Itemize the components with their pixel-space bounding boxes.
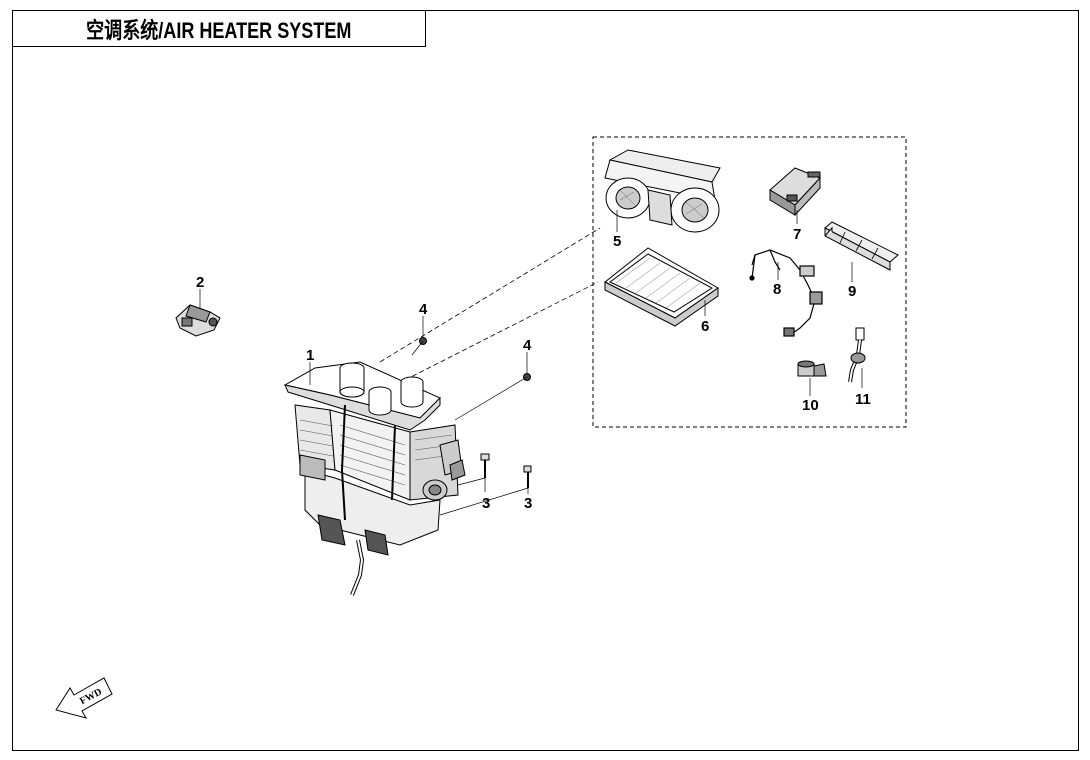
callout-4b: 4 bbox=[523, 337, 532, 354]
detail-box bbox=[592, 136, 907, 428]
leader-lines bbox=[199, 289, 529, 516]
forward-direction-arrow: FWD bbox=[55, 677, 113, 719]
wire-harness-part-8 bbox=[749, 249, 823, 337]
actuator-part-2 bbox=[175, 304, 221, 337]
callout-8: 8 bbox=[773, 281, 781, 298]
callout-11: 11 bbox=[855, 391, 871, 408]
callout-5: 5 bbox=[613, 233, 621, 250]
detail-leader-upper bbox=[379, 227, 601, 363]
callout-10: 10 bbox=[802, 397, 819, 414]
control-module-part-7 bbox=[769, 167, 821, 217]
callout-3b: 3 bbox=[524, 495, 532, 512]
hose-part-11 bbox=[848, 327, 866, 383]
filter-element-part-9 bbox=[824, 221, 899, 271]
callout-9: 9 bbox=[848, 283, 856, 300]
page-title: 空调系统/AIR HEATER SYSTEM bbox=[86, 17, 352, 43]
callout-7: 7 bbox=[793, 226, 801, 243]
filter-part-6 bbox=[604, 247, 719, 327]
callout-1: 1 bbox=[306, 347, 314, 364]
bolt-3a bbox=[480, 453, 490, 478]
callout-6: 6 bbox=[701, 318, 709, 335]
title-block: 空调系统/AIR HEATER SYSTEM bbox=[12, 10, 426, 47]
callout-3a: 3 bbox=[482, 495, 490, 512]
detail-leader-lower bbox=[404, 281, 599, 381]
sensor-part-10 bbox=[797, 360, 827, 377]
bolt-3b bbox=[523, 465, 532, 488]
callout-2: 2 bbox=[196, 274, 204, 291]
drawing-frame bbox=[12, 10, 1079, 751]
heater-housing-assembly bbox=[283, 361, 466, 596]
callout-4a: 4 bbox=[419, 301, 428, 318]
blower-fan-part-5 bbox=[604, 149, 721, 233]
